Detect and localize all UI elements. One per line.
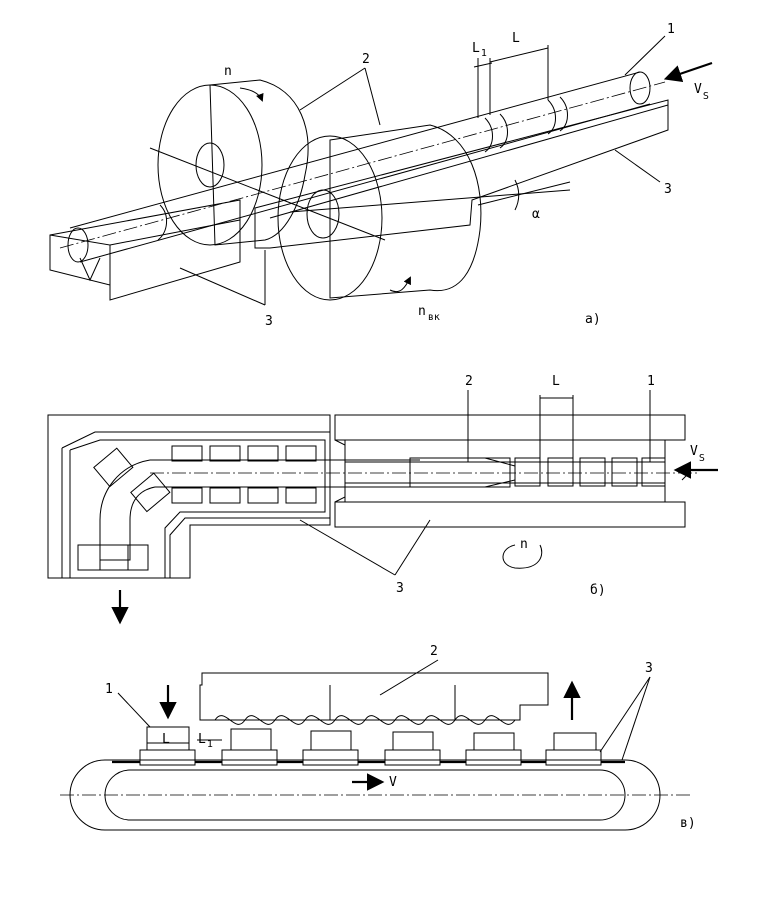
label-3-right: 3 bbox=[664, 182, 672, 197]
label-3-bottom: 3 bbox=[265, 314, 273, 329]
workpiece-rod bbox=[59, 71, 666, 263]
conveyor-carriers bbox=[112, 749, 625, 766]
label-n: n bbox=[520, 537, 528, 552]
caption-b: б) bbox=[590, 583, 606, 598]
caption-c: в) bbox=[680, 816, 696, 831]
blanks bbox=[146, 726, 597, 751]
label-n: n bbox=[224, 64, 232, 79]
label-v: V bbox=[389, 775, 397, 790]
label-L: L bbox=[512, 31, 520, 46]
back-roll bbox=[157, 79, 309, 246]
label-vs: VS bbox=[694, 82, 709, 102]
panel-c: 2 1 3 L L1 V в) bbox=[60, 644, 696, 831]
label-L1: L1 bbox=[472, 41, 487, 59]
conveyor-belt bbox=[60, 759, 690, 831]
label-L: L bbox=[162, 732, 170, 747]
label-1: 1 bbox=[667, 22, 675, 37]
label-2: 2 bbox=[465, 374, 473, 389]
panel-b: 2 L 1 VS n 3 б) bbox=[47, 374, 718, 625]
label-3: 3 bbox=[396, 581, 404, 596]
label-L1: L1 bbox=[198, 732, 213, 750]
label-1: 1 bbox=[105, 682, 113, 697]
label-vs: VS bbox=[690, 444, 705, 464]
caption-a: а) bbox=[585, 312, 601, 327]
front-roll bbox=[277, 124, 482, 301]
workpieces bbox=[514, 457, 666, 487]
label-3: 3 bbox=[645, 661, 653, 676]
guide-trough bbox=[49, 99, 669, 301]
upper-die bbox=[199, 672, 549, 725]
label-L: L bbox=[552, 374, 560, 389]
label-2: 2 bbox=[362, 52, 370, 67]
label-2: 2 bbox=[430, 644, 438, 659]
rotating-housing bbox=[334, 414, 686, 528]
left-roll-blocks bbox=[171, 445, 317, 504]
label-1: 1 bbox=[647, 374, 655, 389]
label-alpha: α bbox=[532, 207, 540, 222]
